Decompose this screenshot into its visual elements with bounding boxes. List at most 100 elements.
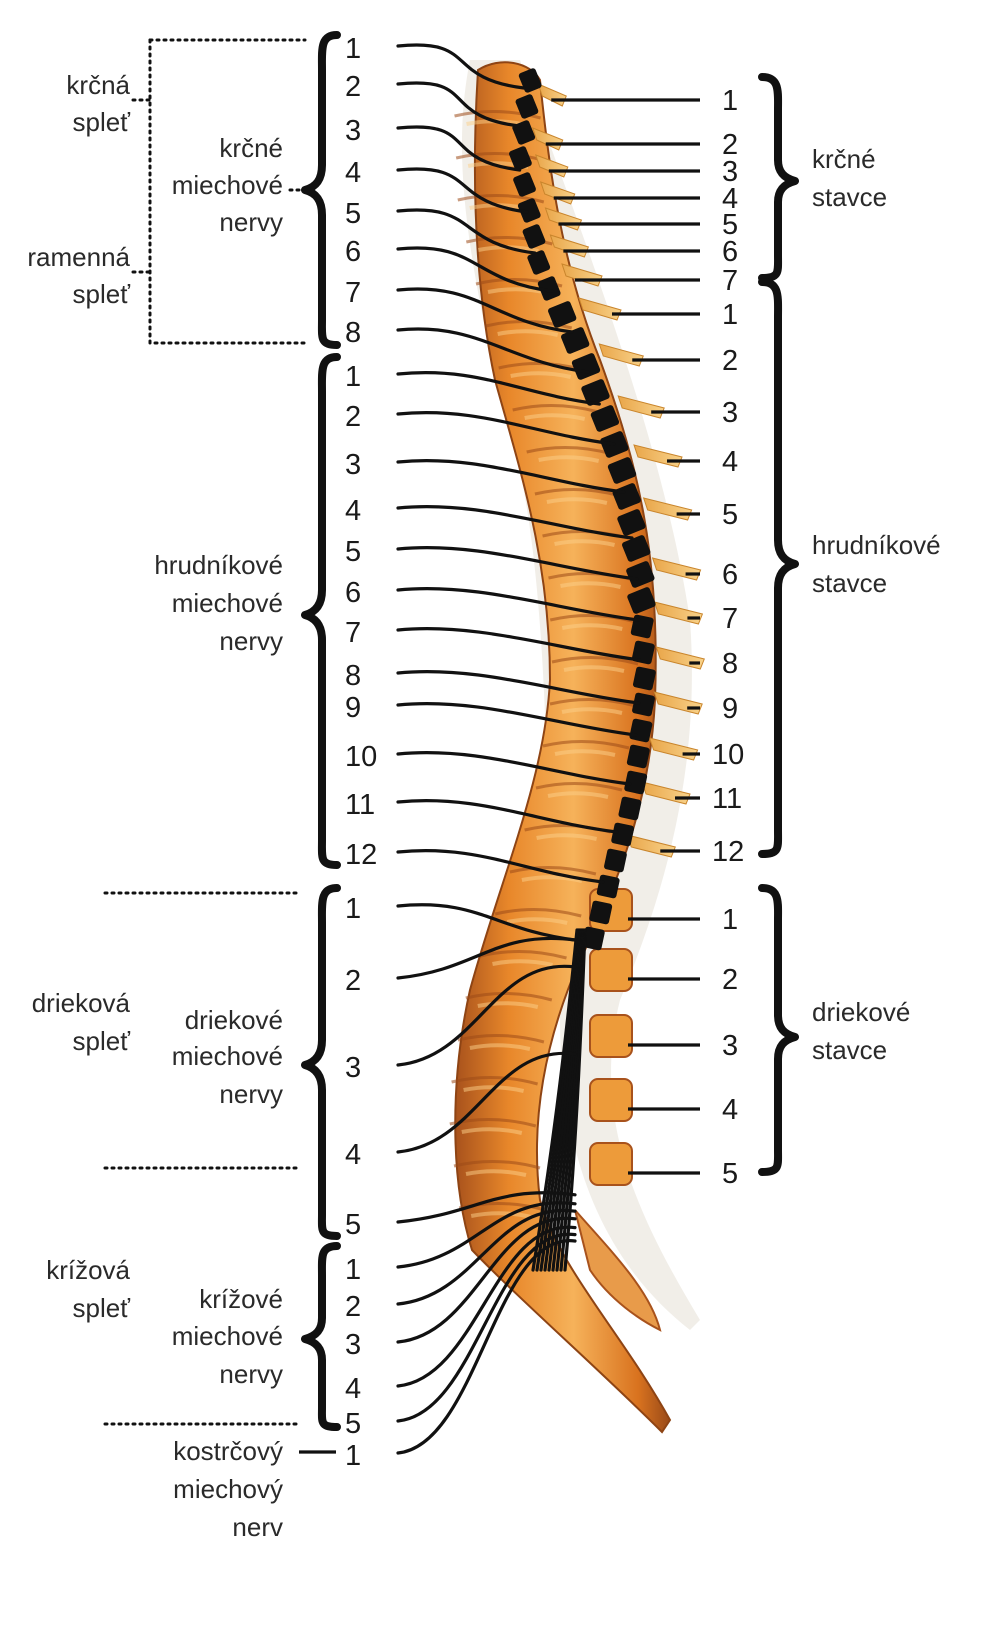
sacrum bbox=[574, 1209, 662, 1332]
vertebra-highlight bbox=[561, 707, 623, 715]
nerve-sacral-1 bbox=[396, 1201, 577, 1269]
cord-segment bbox=[561, 327, 590, 354]
cord-segment bbox=[548, 301, 577, 328]
nerve-cervical-7 bbox=[396, 287, 574, 334]
nerve-thoracic-3 bbox=[396, 458, 626, 494]
nerve-cervical-2 bbox=[396, 81, 521, 128]
lumbar-process bbox=[589, 1014, 633, 1058]
cord-segment bbox=[590, 405, 620, 432]
nerve-lumbar-3 bbox=[396, 964, 577, 1067]
plexus-dotted-lines bbox=[103, 38, 307, 1426]
thoracic-nerves-label-3: nervy bbox=[219, 626, 283, 656]
vertebra-highlight bbox=[506, 917, 568, 925]
nerve-cervical-8 bbox=[396, 327, 590, 374]
vertebra-highlight bbox=[563, 665, 625, 673]
nerve-thoracic-1 bbox=[396, 370, 601, 406]
sacral-nerves-label-1: krížové bbox=[199, 1284, 283, 1314]
nerve-sacral-5 bbox=[396, 1232, 577, 1423]
left-number-thoracic-8: 8 bbox=[345, 660, 361, 692]
vertebra-segment-line bbox=[535, 782, 623, 792]
cord-segment bbox=[517, 198, 541, 223]
vertebra-highlight bbox=[554, 539, 615, 547]
thoracic-vertebrae-label-1: hrudníkové bbox=[812, 530, 941, 560]
left-number-thoracic-7: 7 bbox=[345, 617, 361, 649]
nerve-thoracic-7 bbox=[396, 626, 642, 662]
vertebra-highlight bbox=[560, 581, 621, 589]
right-number-cervical-3: 3 bbox=[722, 156, 738, 188]
cord-segment bbox=[537, 276, 561, 301]
left-number-thoracic-6: 6 bbox=[345, 577, 361, 609]
left-number-lumbar-2: 2 bbox=[345, 965, 361, 997]
right-number-thoracic-10: 10 bbox=[712, 739, 744, 771]
nerve-cervical-6 bbox=[396, 246, 554, 293]
left-number-sacral-2: 2 bbox=[345, 1291, 361, 1323]
vertebra-segment-line bbox=[494, 908, 582, 918]
right-number-cervical-1: 1 bbox=[722, 85, 738, 117]
lumbar-nerves-label-1: driekové bbox=[185, 1005, 283, 1035]
nerve-cervical-4 bbox=[396, 167, 529, 214]
right-number-thoracic-11: 11 bbox=[712, 783, 742, 815]
vertebra-highlight bbox=[469, 1043, 531, 1051]
lumbar-vertebrae-label-2: stavce bbox=[812, 1035, 887, 1065]
nerve-thoracic-6 bbox=[396, 586, 641, 622]
nerve-thoracic-12 bbox=[396, 848, 605, 884]
left-number-lumbar-5: 5 bbox=[345, 1209, 361, 1241]
right-number-thoracic-5: 5 bbox=[722, 499, 738, 531]
cord-segment bbox=[617, 509, 646, 536]
vertebra-highlight bbox=[547, 791, 609, 799]
nerve-cervical-3 bbox=[396, 125, 522, 172]
lumbar-nerves-label-3: nervy bbox=[219, 1079, 283, 1109]
cord-segment bbox=[632, 666, 656, 691]
cord-segment bbox=[515, 94, 539, 119]
sacral-plexus-label-1: krížová bbox=[46, 1255, 130, 1285]
vertebra-segment-line bbox=[455, 152, 543, 162]
brachial-plexus-label-2: spleť bbox=[73, 279, 131, 309]
vertebra-segment-line bbox=[542, 740, 630, 750]
nerve-cervical-1 bbox=[396, 43, 526, 90]
left-number-lumbar-1: 1 bbox=[345, 893, 361, 925]
cord-segment bbox=[622, 535, 651, 562]
vertebra-segment-line bbox=[457, 1034, 545, 1044]
coccygeal-nerve-label-2: miechový bbox=[173, 1474, 283, 1504]
cord-segment bbox=[522, 224, 546, 249]
right-number-lumbar-4: 4 bbox=[722, 1094, 738, 1126]
cord-segment bbox=[627, 587, 656, 614]
vertebra-leader-lines bbox=[545, 98, 700, 1175]
right-number-cervical-7: 7 bbox=[722, 265, 738, 297]
right-number-lumbar-1: 1 bbox=[722, 904, 738, 936]
nerve-lumbar-1 bbox=[396, 903, 577, 942]
vertebra-segment-line bbox=[453, 1160, 541, 1170]
cervical-vertebrae-label-2: stavce bbox=[812, 182, 887, 212]
left-number-thoracic-2: 2 bbox=[345, 401, 361, 433]
nerve-coccygeal-1 bbox=[396, 1239, 577, 1455]
nerve-group-labels: krčné miechové nervy hrudníkové miechové… bbox=[154, 133, 283, 1542]
left-number-cervical-2: 2 bbox=[345, 71, 361, 103]
right-number-thoracic-6: 6 bbox=[722, 559, 738, 591]
right-number-cervical-6: 6 bbox=[722, 236, 738, 268]
cord-segment bbox=[596, 874, 620, 899]
cord-segment bbox=[631, 640, 655, 665]
lumbar-plexus-label-2: spleť bbox=[73, 1026, 131, 1056]
cord-segment bbox=[607, 457, 637, 484]
vertebra-segment-line bbox=[451, 1076, 538, 1086]
nerve-thoracic-11 bbox=[396, 798, 619, 834]
brace-cervical-vertebrae bbox=[758, 73, 799, 282]
vertebra-segment-line bbox=[480, 950, 567, 960]
right-number-thoracic-9: 9 bbox=[722, 693, 738, 725]
nerve-thoracic-5 bbox=[396, 545, 639, 581]
cord-segment bbox=[518, 68, 542, 93]
brace-thoracic-nerves bbox=[301, 353, 341, 869]
vertebra-segment-line bbox=[465, 992, 553, 1002]
right-number-thoracic-12: 12 bbox=[712, 836, 744, 868]
left-number-thoracic-10: 10 bbox=[345, 741, 377, 773]
vertebra-segment-line bbox=[551, 656, 639, 666]
nerve-lumbar-4 bbox=[396, 1051, 577, 1154]
cord-segment bbox=[509, 146, 532, 171]
sacral-nerves-label-2: miechové bbox=[172, 1321, 283, 1351]
cord-segment bbox=[611, 822, 635, 847]
nerve-thoracic-9 bbox=[396, 701, 638, 737]
brachial-plexus-label-1: ramenná bbox=[27, 242, 130, 272]
thoracic-nerves-label-2: miechové bbox=[172, 588, 283, 618]
nerve-thoracic-8 bbox=[396, 669, 641, 705]
thoracic-nerves-label-1: hrudníkové bbox=[154, 550, 283, 580]
